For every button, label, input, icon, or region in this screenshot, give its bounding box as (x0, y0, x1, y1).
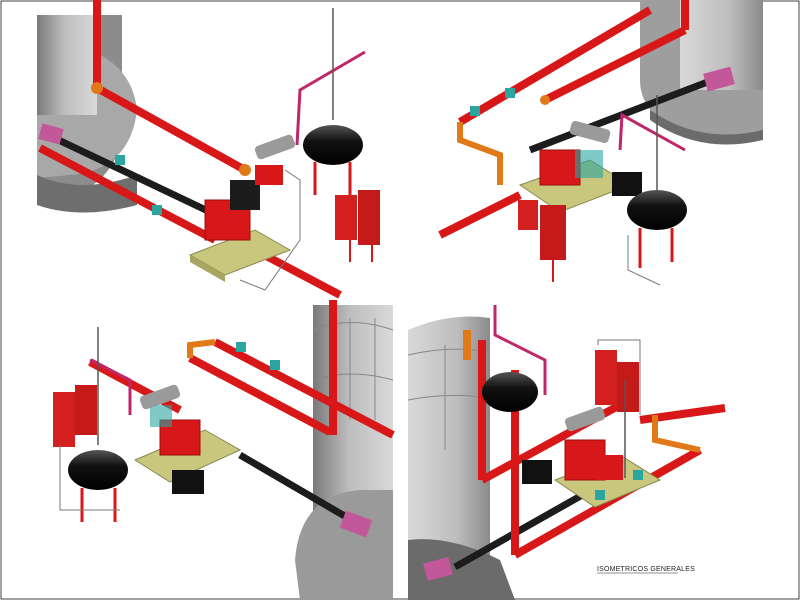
fuel-tank (627, 190, 687, 230)
pump-unit (539, 149, 581, 186)
water-tank-1 (37, 15, 137, 213)
anchor-plate (703, 66, 735, 92)
battery-bank (612, 172, 642, 196)
battery-bank (522, 460, 552, 484)
controller-cabinet (75, 385, 97, 435)
wiring (239, 169, 301, 291)
anchor-plate (38, 123, 64, 145)
silencer (139, 384, 181, 410)
discharge-pipe (457, 6, 653, 126)
header-pipe (213, 338, 395, 439)
iso-view-3 (53, 300, 395, 600)
suction-pipe (528, 74, 720, 154)
sheet-caption: ISOMETRICOS GENERALES (597, 566, 695, 573)
vent-pipe (493, 305, 547, 395)
vent-pipe (89, 358, 132, 415)
controller-cabinet (595, 350, 617, 405)
iso-view-4 (407, 305, 726, 600)
tee-fitting (239, 164, 251, 176)
controller-cabinet (540, 205, 566, 260)
valve (152, 205, 162, 215)
anchor-plate (423, 556, 453, 582)
discharge-pipe (188, 354, 332, 436)
controller-cabinet (518, 200, 538, 230)
controller-cabinet (335, 195, 357, 240)
discharge-pipe (513, 446, 702, 559)
controller-cabinet (53, 392, 75, 447)
vent-pipe (618, 112, 686, 152)
battery-bank (172, 470, 204, 494)
test-pipe (438, 191, 522, 239)
fuel-tank (482, 372, 538, 412)
wiring (59, 445, 120, 511)
discharge-pipe (38, 144, 217, 244)
controller-cabinet (617, 362, 639, 412)
silencer (569, 120, 611, 144)
silencer (254, 134, 296, 160)
header-pipe (95, 84, 247, 174)
elbow-fitting (457, 122, 503, 185)
header-pipe (543, 26, 687, 104)
water-tank-2 (640, 0, 763, 145)
controller-cabinet (358, 190, 380, 245)
iso-view-1 (37, 0, 380, 299)
test-pipe (88, 358, 182, 414)
wiring (597, 339, 641, 415)
diesel-engine (150, 405, 172, 427)
suction-pipe (453, 481, 602, 571)
silencer (564, 406, 606, 432)
fuel-tank (68, 450, 128, 490)
diesel-engine (595, 455, 623, 480)
vent-pipe (295, 50, 366, 146)
suction-pipe (44, 131, 214, 216)
valve (115, 155, 125, 165)
wiring (627, 235, 661, 286)
suction-pipe (238, 451, 362, 529)
diesel-engine (575, 150, 603, 178)
iso-view-2 (438, 0, 763, 286)
elbow-fitting (91, 82, 103, 94)
control-box (255, 165, 283, 185)
anchor-plate (339, 510, 373, 538)
water-tank-3 (295, 305, 394, 600)
fuel-tank (303, 125, 363, 165)
water-tank-4 (407, 316, 515, 600)
